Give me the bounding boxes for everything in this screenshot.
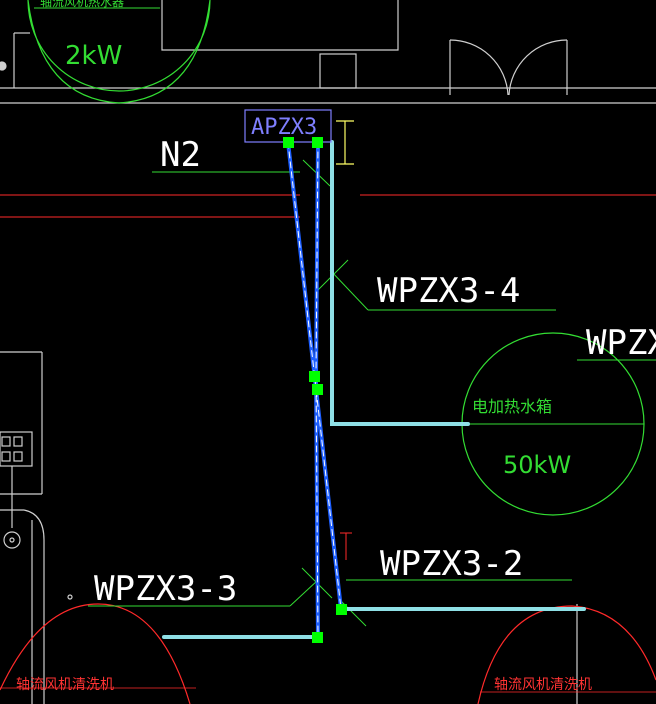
- panel-name: APZX3: [251, 115, 317, 140]
- top-heater-name: 轴流风机热水器: [40, 0, 124, 9]
- bottom-right-equipment[interactable]: 轴流风机清洗机: [477, 605, 656, 704]
- red-lines: [0, 194, 656, 560]
- label-n2[interactable]: N2: [160, 135, 201, 175]
- label-wpzx3-2[interactable]: WPZX3-2: [380, 544, 523, 584]
- grip-point[interactable]: [312, 632, 323, 643]
- bottom-right-equipment-name: 轴流风机清洗机: [494, 677, 592, 693]
- bottom-left-equipment-name: 轴流风机清洗机: [16, 677, 114, 693]
- grip-point[interactable]: [309, 371, 320, 382]
- water-heater-power: 50kW: [503, 451, 571, 479]
- label-wpzx-edge[interactable]: WPZX: [586, 323, 656, 363]
- water-heater-name: 电加热水箱: [472, 397, 552, 416]
- grip-point[interactable]: [283, 137, 294, 148]
- label-wpzx3-4[interactable]: WPZX3-4: [377, 271, 520, 311]
- dimension-marker: [336, 120, 354, 165]
- grip-points[interactable]: [283, 137, 347, 643]
- top-heater-power: 2kW: [65, 41, 122, 71]
- top-heater-symbol[interactable]: 2kW 轴流风机热水器: [27, 0, 211, 104]
- left-cabinet: [0, 61, 73, 600]
- grip-point[interactable]: [312, 384, 323, 395]
- conduit-lines[interactable]: [162, 140, 586, 639]
- grip-point[interactable]: [312, 137, 323, 148]
- label-wpzx3-3[interactable]: WPZX3-3: [94, 569, 237, 609]
- grip-point[interactable]: [336, 604, 347, 615]
- bottom-left-equipment[interactable]: 轴流风机清洗机: [0, 603, 196, 704]
- leader-lines: [88, 159, 656, 627]
